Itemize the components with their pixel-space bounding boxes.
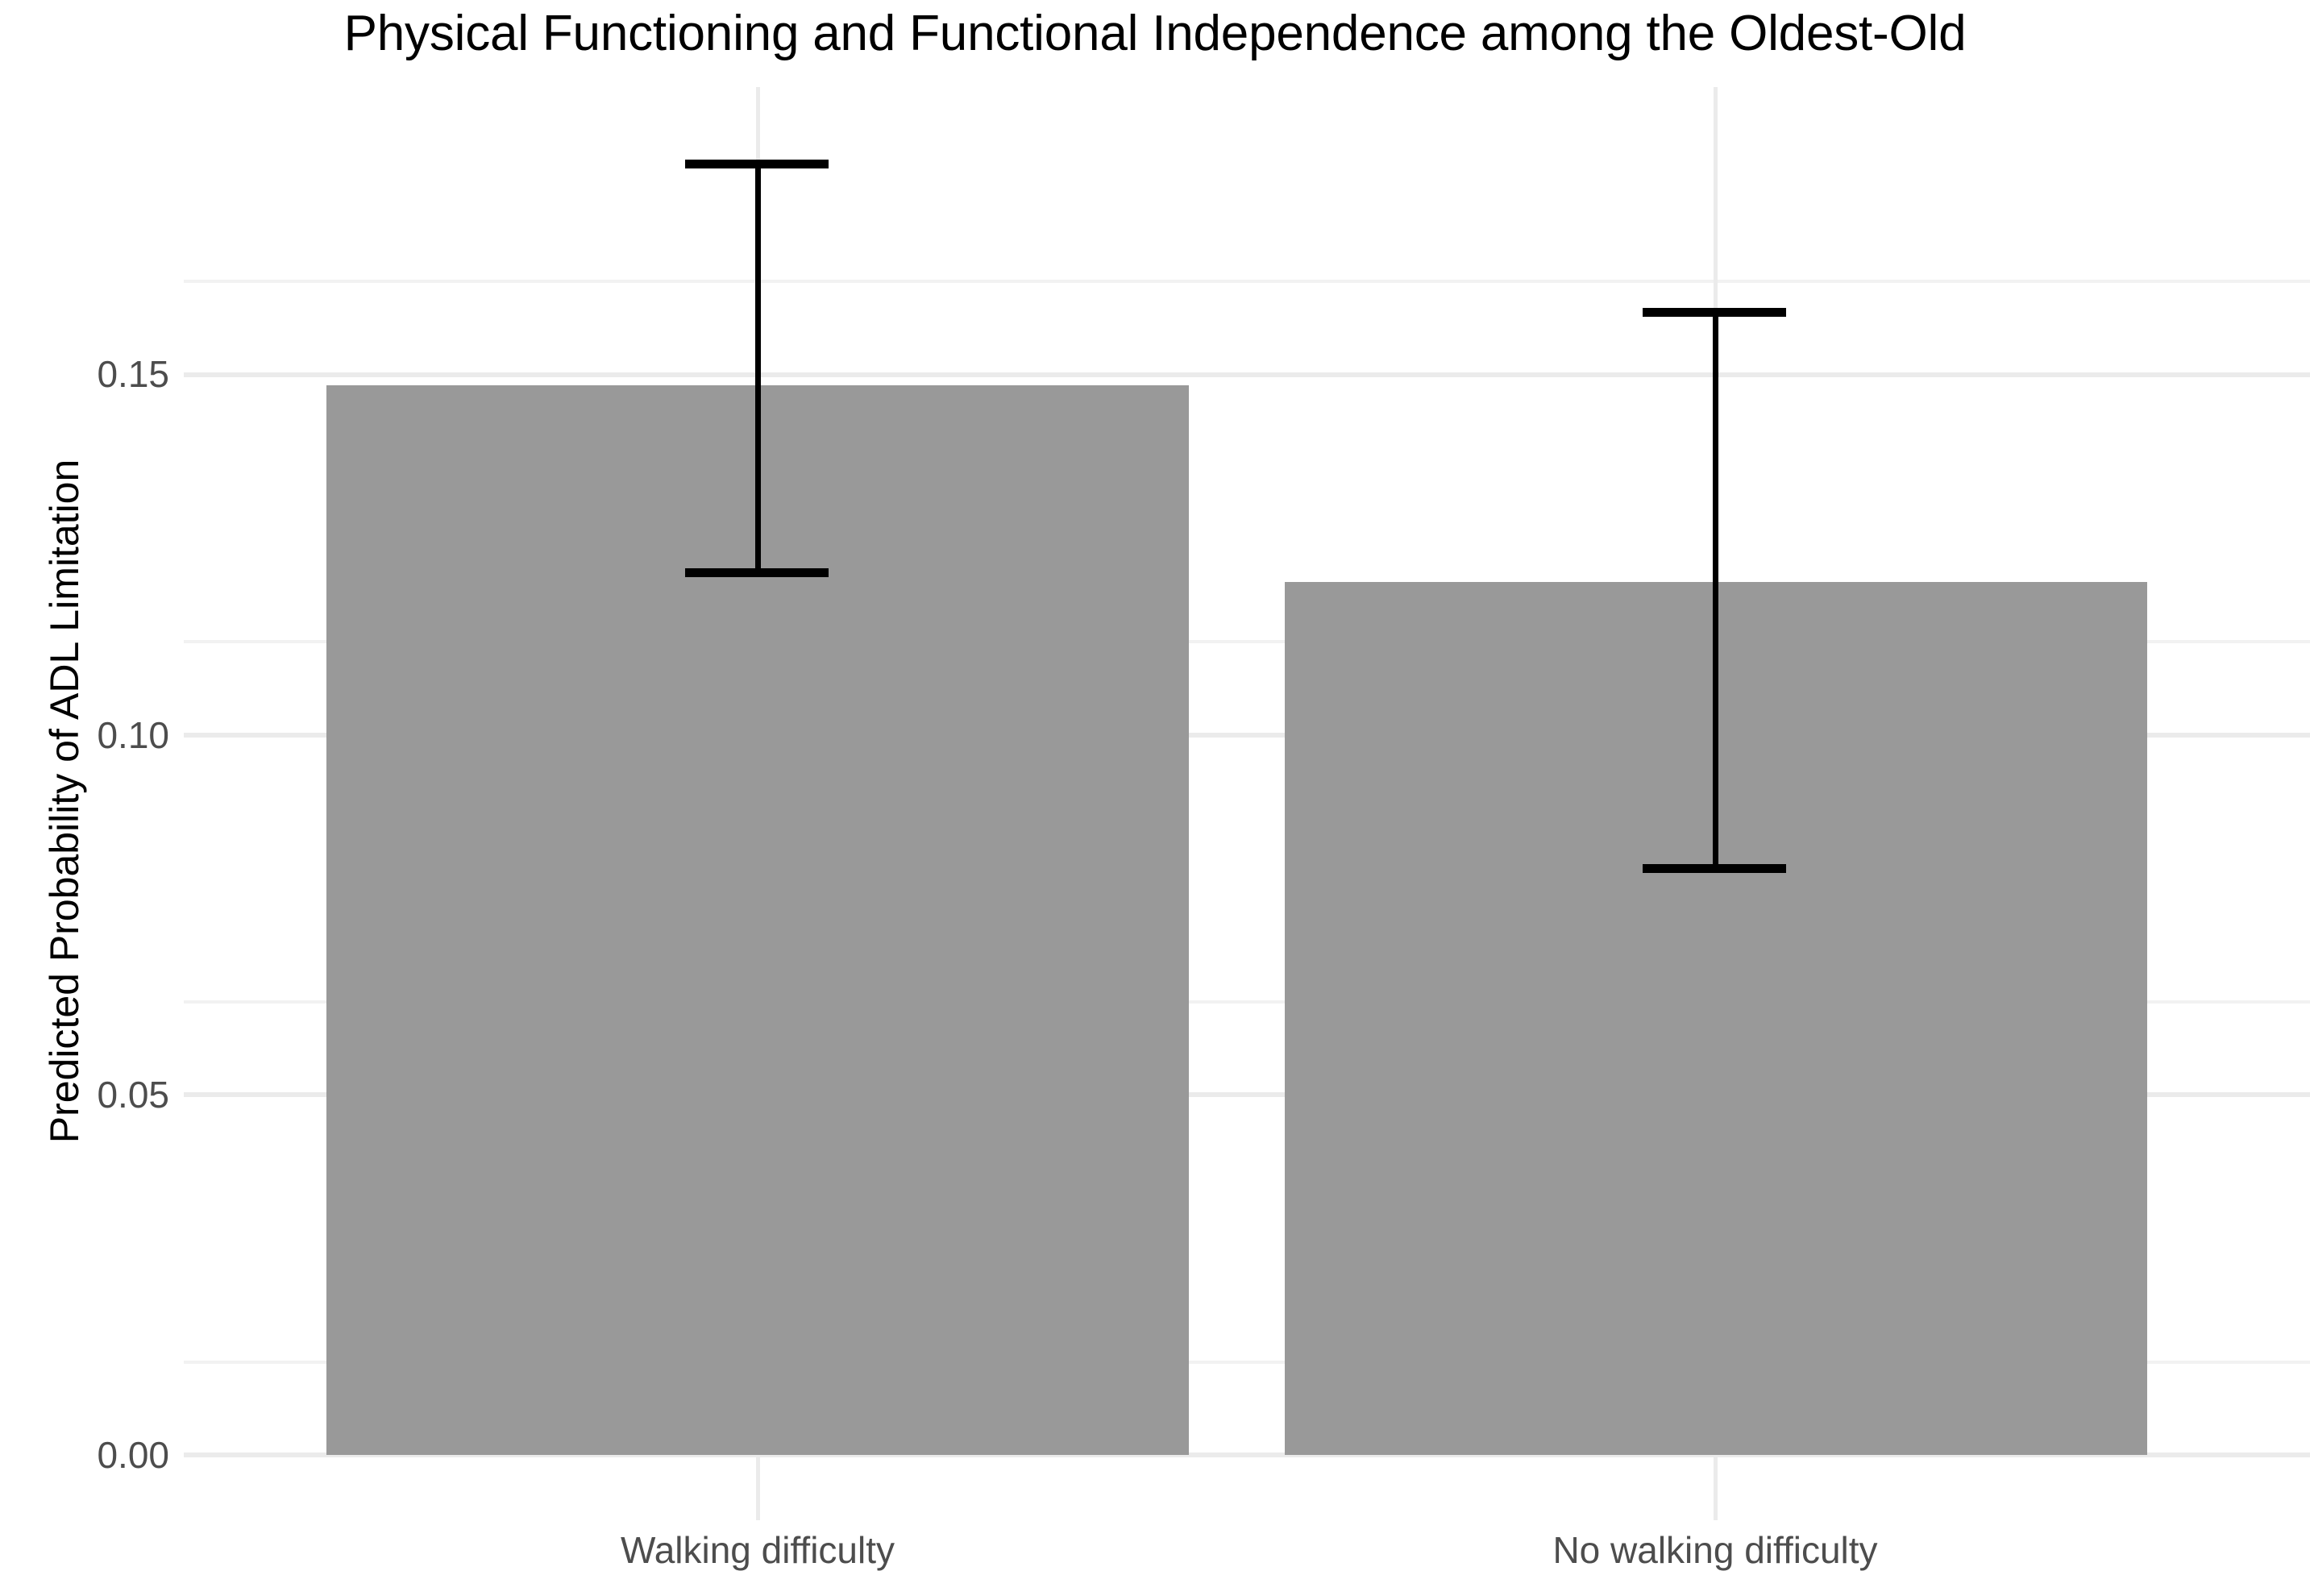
errorbar-cap-upper-no-walking-difficulty (1643, 308, 1786, 317)
x-tick-label-walking-difficulty: Walking difficulty (620, 1529, 895, 1571)
gridline-major-005 (184, 1092, 2310, 1097)
plot-panel (184, 87, 2310, 1457)
y-axis-title: Predicted Probability of ADL Limitation (42, 459, 87, 1144)
x-axis: Walking difficulty No walking difficulty (184, 1457, 2310, 1596)
y-tick-label-3: 0.15 (97, 353, 169, 395)
gridline-major-015 (184, 372, 2310, 377)
x-tick-label-no-walking-difficulty: No walking difficulty (1552, 1529, 1878, 1571)
errorbar-stem-walking-difficulty (755, 160, 761, 576)
gridline-minor-0175 (184, 280, 2310, 283)
gridline-major-010 (184, 733, 2310, 738)
y-tick-label-1: 0.05 (97, 1074, 169, 1116)
gridline-minor-0075 (184, 1000, 2310, 1004)
errorbar-cap-lower-no-walking-difficulty (1643, 864, 1786, 873)
gridline-minor-0025 (184, 1361, 2310, 1364)
errorbar-cap-upper-walking-difficulty (685, 160, 829, 168)
gridline-minor-0125 (184, 640, 2310, 643)
y-tick-label-2: 0.10 (97, 714, 169, 756)
chart-title: Physical Functioning and Functional Inde… (343, 6, 1967, 61)
x-tick-mark-no-walking-difficulty (1714, 1457, 1718, 1520)
x-tick-mark-walking-difficulty (756, 1457, 760, 1520)
errorbar-stem-no-walking-difficulty (1713, 308, 1718, 872)
gridline-major-000 (184, 1453, 2310, 1457)
y-tick-label-0: 0.00 (97, 1434, 169, 1476)
errorbar-cap-lower-walking-difficulty (685, 568, 829, 577)
